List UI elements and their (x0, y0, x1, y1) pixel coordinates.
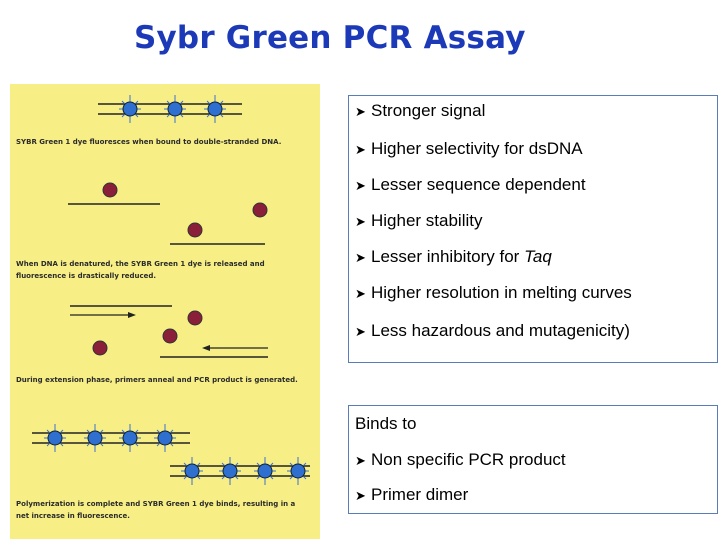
taq-term: Taq (524, 247, 552, 266)
diagram-caption-bound: SYBR Green 1 dye fluoresces when bound t… (16, 138, 282, 146)
binds-item: ➤Primer dimer (355, 484, 468, 507)
arrow-bullet-icon: ➤ (355, 214, 366, 229)
advantage-item: ➤Stronger signal (355, 100, 485, 123)
diagram-caption-extension: During extension phase, primers anneal a… (16, 376, 298, 384)
dsdna-bound-dye-bottom-right (170, 457, 310, 485)
sybr-diagram: SYBR Green 1 dye fluoresces when bound t… (10, 84, 320, 539)
binds-box: Binds to ➤Non specific PCR product ➤Prim… (348, 405, 718, 514)
diagram-caption-denatured: When DNA is denatured, the SYBR Green 1 … (16, 260, 265, 280)
dsdna-bound-dye-top (98, 95, 242, 123)
dsdna-bound-dye-bottom-left (32, 424, 190, 452)
slide-title: Sybr Green PCR Assay (134, 20, 526, 56)
binds-heading: Binds to (355, 414, 417, 433)
arrow-bullet-icon: ➤ (355, 178, 366, 193)
diagram-caption-polymerization: Polymerization is complete and SYBR Gree… (16, 500, 296, 520)
binds-item: ➤Non specific PCR product (355, 449, 566, 472)
sybr-diagram-drawing (32, 95, 310, 485)
arrow-bullet-icon: ➤ (355, 286, 366, 301)
arrow-bullet-icon: ➤ (355, 324, 366, 339)
advantage-item: ➤Less hazardous and mutagenicity) (355, 320, 630, 343)
arrow-bullet-icon: ➤ (355, 142, 366, 157)
advantage-item: ➤Higher selectivity for dsDNA (355, 138, 583, 161)
arrow-bullet-icon: ➤ (355, 453, 366, 468)
advantage-item: ➤Lesser inhibitory for Taq (355, 246, 552, 269)
arrow-bullet-icon: ➤ (355, 104, 366, 119)
advantage-item: ➤Lesser sequence dependent (355, 174, 586, 197)
advantage-item: ➤Higher resolution in melting curves (355, 282, 632, 305)
advantage-item: ➤Higher stability (355, 210, 483, 233)
primer-extension (70, 305, 268, 358)
arrow-bullet-icon: ➤ (355, 250, 366, 265)
denatured-strands (68, 182, 268, 245)
arrow-bullet-icon: ➤ (355, 488, 366, 503)
advantages-box: ➤Stronger signal ➤Higher selectivity for… (348, 95, 718, 363)
